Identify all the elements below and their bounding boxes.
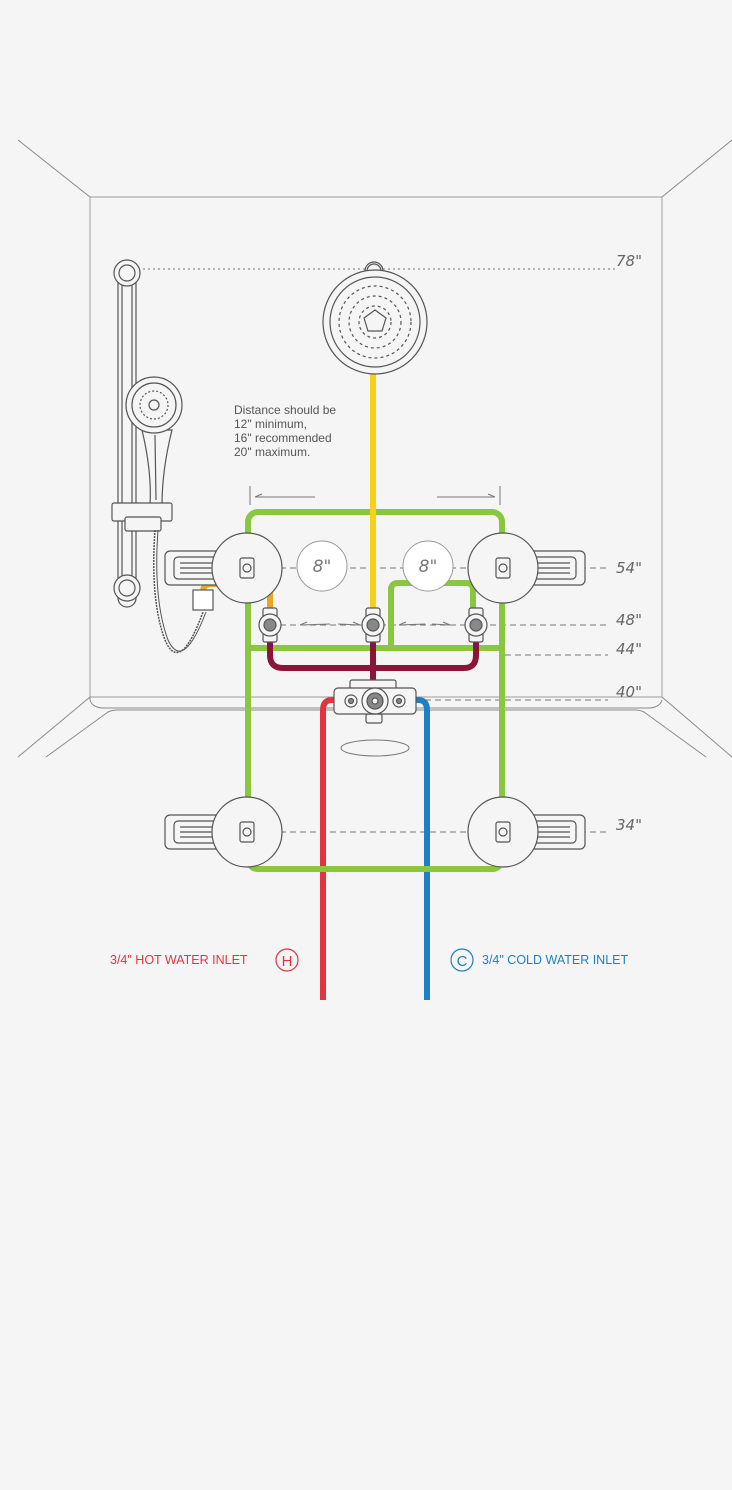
hot-symbol-icon [275, 948, 299, 972]
body-spray-icon-lower-right [467, 796, 586, 868]
body-spray-icon-upper-left [164, 532, 283, 604]
spacing-note-line-1: Distance should be [234, 403, 336, 417]
spacing-note-line-4: 20" maximum. [234, 445, 310, 459]
hot-water-pipe [320, 697, 344, 1000]
height-label-40: 40" [616, 683, 642, 701]
spacing-left-label: 8" [313, 557, 332, 577]
cold-symbol-letter: C [457, 953, 468, 970]
right-ceiling-corner [661, 139, 732, 198]
left-floor-corner [17, 696, 91, 758]
cold-water-pipe [408, 697, 430, 1000]
spacing-indicator-left: 8" [296, 540, 348, 592]
volume-control-valve-icon-right [464, 607, 488, 643]
hot-symbol-letter: H [282, 953, 293, 970]
spacing-right-label: 8" [419, 557, 438, 577]
supply-pipes [200, 347, 505, 1000]
drain-icon [340, 739, 410, 757]
rain-showerhead-icon [322, 261, 428, 375]
shower-base-lip [89, 697, 663, 709]
spacing-indicator-right: 8" [402, 540, 454, 592]
right-floor-corner [661, 696, 732, 758]
hot-water-inlet: 3/4" HOT WATER INLET H [110, 948, 299, 972]
spacing-note-line-2: 12" minimum, [234, 417, 307, 431]
height-label-48: 48" [616, 611, 642, 629]
spacing-arrows [249, 486, 501, 626]
height-label-78: 78" [616, 252, 642, 270]
cold-water-inlet-label: 3/4" COLD WATER INLET [482, 953, 628, 967]
volume-control-valve-icon-center [361, 607, 385, 643]
wall-supply-elbow-icon [192, 589, 214, 611]
thermostatic-mixing-valve-icon [333, 679, 417, 724]
height-label-34: 34" [616, 816, 642, 834]
cold-water-inlet: C 3/4" COLD WATER INLET [450, 948, 628, 972]
spacing-note: Distance should be 12" minimum, 16" reco… [234, 403, 336, 459]
spacing-note-line-3: 16" recommended [234, 431, 332, 445]
slide-bar [113, 259, 141, 608]
body-spray-icon-lower-left [164, 796, 283, 868]
left-ceiling-corner [17, 139, 91, 198]
volume-control-valve-icon-left [258, 607, 282, 643]
hot-water-inlet-label: 3/4" HOT WATER INLET [110, 953, 248, 967]
cold-symbol-icon [450, 948, 474, 972]
height-label-44: 44" [616, 640, 642, 658]
height-label-54: 54" [616, 559, 642, 577]
body-spray-icon-upper-right [467, 532, 586, 604]
handshower-icon [111, 376, 207, 654]
